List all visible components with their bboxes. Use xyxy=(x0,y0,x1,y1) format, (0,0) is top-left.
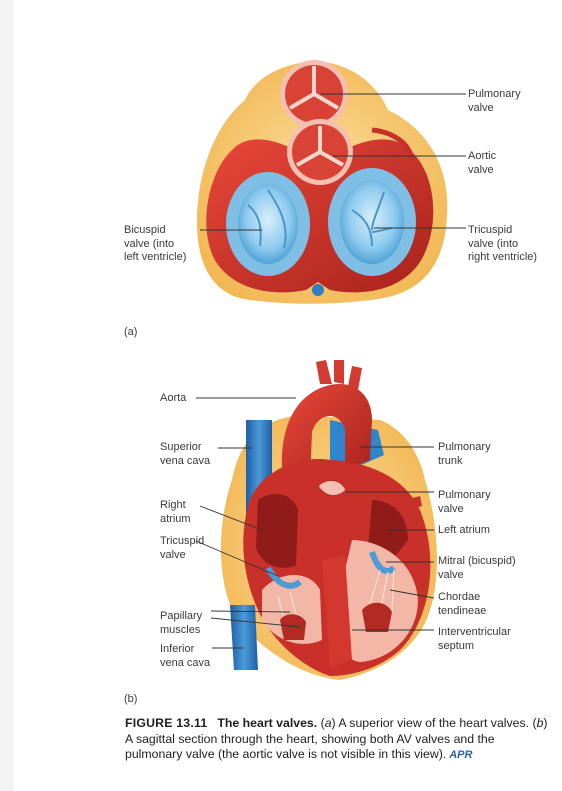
caption-ref-b: b xyxy=(536,716,544,730)
label-pulmonary-valve-b: Pulmonary valve xyxy=(438,489,491,515)
right-atrium-cavity xyxy=(256,494,298,568)
label-superior-vena-cava: Superior vena cava xyxy=(160,441,211,467)
leader-lines-a xyxy=(200,93,466,231)
label-pulmonary-trunk: Pulmonary trunk xyxy=(438,441,491,467)
aorta xyxy=(281,384,372,480)
leader-lines-b xyxy=(195,397,435,649)
label-pulmonary-valve-a: Pulmonary valve xyxy=(468,88,521,114)
label-chordae-tendineae: Chordae tendineae xyxy=(438,591,487,617)
right-ventricle-cavity xyxy=(262,575,322,644)
panel-a-tag: (a) xyxy=(124,326,138,338)
label-aortic-valve-a: Aortic valve xyxy=(468,150,497,176)
tricuspid-valve-b xyxy=(265,566,302,589)
label-tricuspid-valve-a: Tricuspid valve (into right ventricle) xyxy=(468,224,538,263)
figure-caption: FIGURE 13.11 The heart valves. (a) A supe… xyxy=(125,716,550,764)
sagittal-section-illustration xyxy=(220,360,437,680)
papillary-muscles xyxy=(280,614,306,640)
label-bicuspid-valve-a: Bicuspid valve (into left ventricle) xyxy=(124,224,187,263)
label-papillary-muscles: Papillary muscles xyxy=(160,610,203,636)
inferior-vena-cava xyxy=(230,605,258,670)
apr-icon[interactable]: APR xyxy=(449,749,473,761)
interventricular-septum xyxy=(322,555,352,668)
panel-b-tag: (b) xyxy=(124,693,138,705)
label-left-atrium: Left atrium xyxy=(438,524,490,536)
caption-ref-a: a xyxy=(324,716,332,730)
caption-text-1: ( xyxy=(317,716,325,730)
label-mitral-valve: Mitral (bicuspid) valve xyxy=(438,555,516,581)
label-aorta: Aorta xyxy=(160,392,187,404)
label-right-atrium: Right atrium xyxy=(160,499,191,525)
figure-number: FIGURE 13.11 xyxy=(125,716,208,730)
superior-view-illustration xyxy=(197,60,448,304)
label-tricuspid-valve-b: Tricuspid valve xyxy=(160,535,205,561)
label-interventricular-septum: Interventricular septum xyxy=(438,626,511,652)
caption-text-2: ) A superior view of the heart valves. ( xyxy=(331,716,537,730)
caption-text-3: ) A sagittal section through the heart, … xyxy=(125,716,548,761)
label-inferior-vena-cava: Inferior vena cava xyxy=(160,643,211,669)
mitral-valve-b xyxy=(369,550,396,574)
figure-title: The heart valves. xyxy=(217,716,318,730)
left-ventricle-cavity xyxy=(336,540,418,662)
pulmonary-valve-b xyxy=(317,480,347,496)
